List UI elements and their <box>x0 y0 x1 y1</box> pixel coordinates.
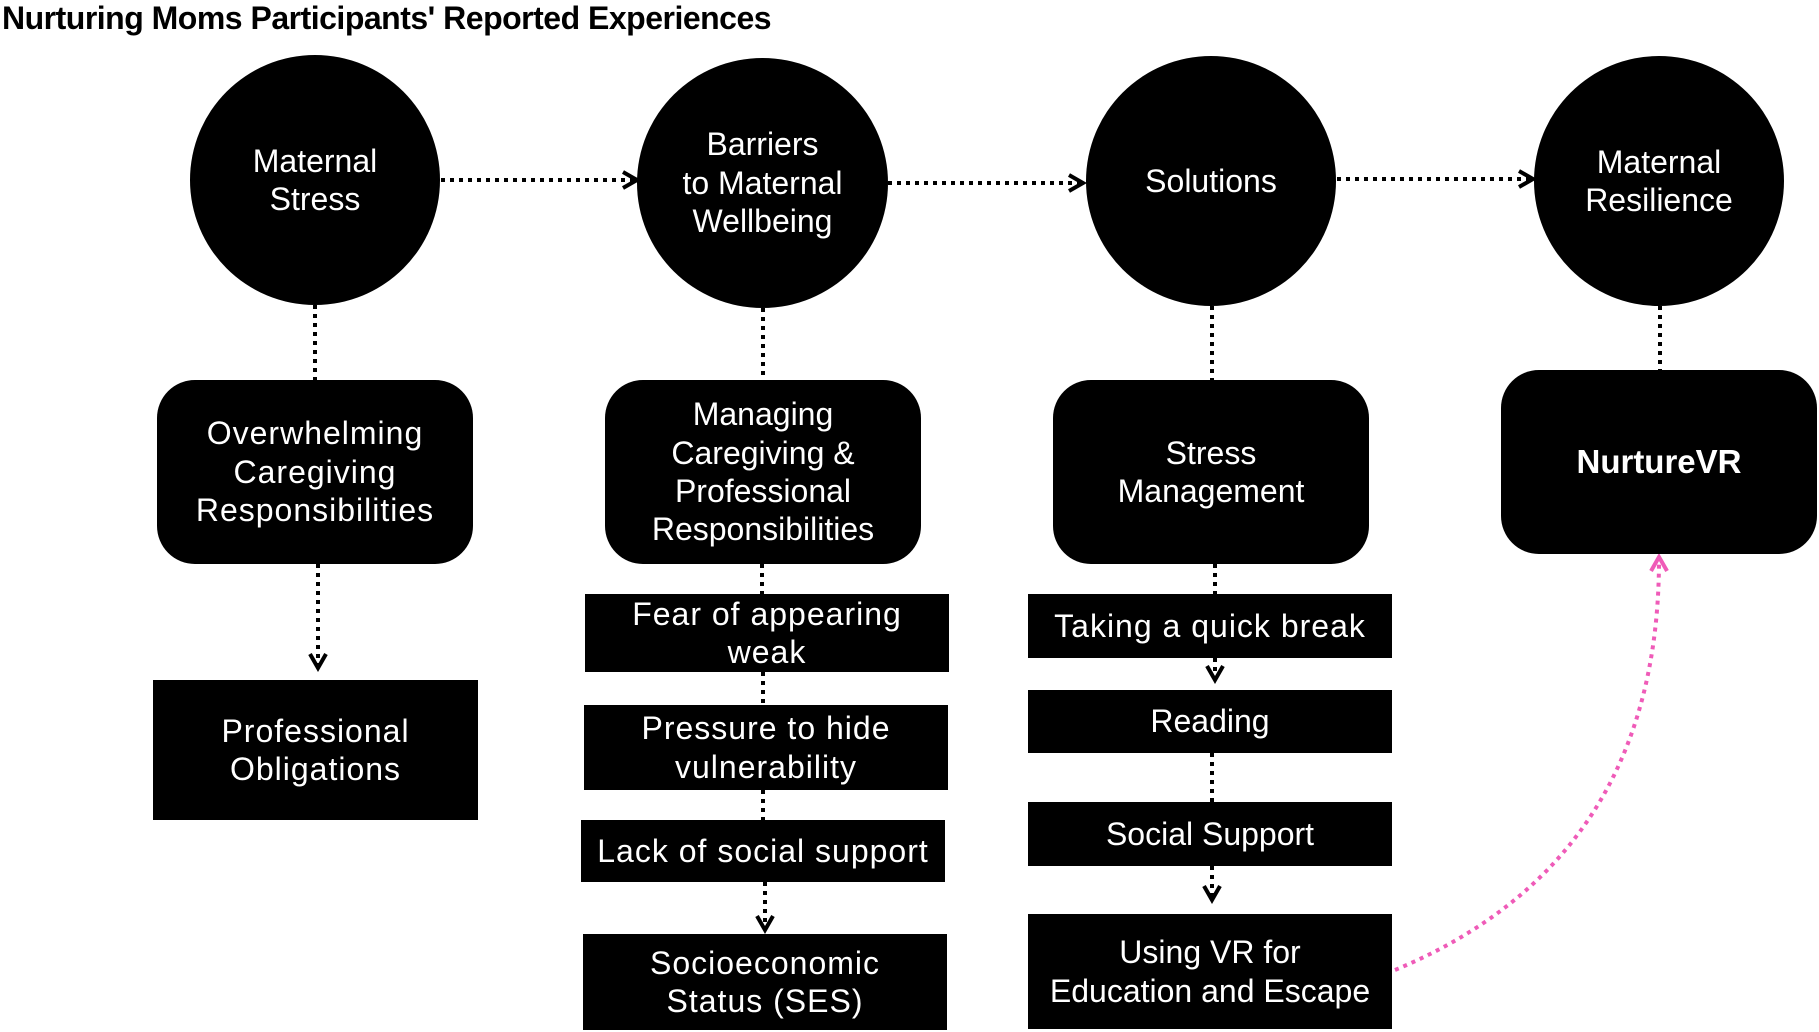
barriers-node: Barriers to Maternal Wellbeing <box>637 58 888 308</box>
solutions-node: Solutions <box>1086 56 1336 306</box>
stress-management-node: Stress Management <box>1053 380 1369 564</box>
fear-of-appearing-weak-node: Fear of appearing weak <box>585 594 949 672</box>
lack-of-social-support-node: Lack of social support <box>581 820 945 882</box>
maternal-stress-node: Maternal Stress <box>190 55 440 305</box>
social-support-node: Social Support <box>1028 802 1392 866</box>
maternal-resilience-node: Maternal Resilience <box>1534 56 1784 306</box>
pressure-to-hide-node: Pressure to hide vulnerability <box>584 705 948 790</box>
taking-a-quick-break-node: Taking a quick break <box>1028 594 1392 658</box>
overwhelming-caregiving-node: Overwhelming Caregiving Responsibilities <box>157 380 473 564</box>
reading-node: Reading <box>1028 690 1392 753</box>
diagram-title: Nurturing Moms Participants' Reported Ex… <box>2 0 772 36</box>
arrow-vr-to-nurturevr <box>1394 552 1669 972</box>
nurturevr-node: NurtureVR <box>1501 370 1817 554</box>
socioeconomic-status-node: Socioeconomic Status (SES) <box>583 934 947 1030</box>
using-vr-node: Using VR for Education and Escape <box>1028 914 1392 1029</box>
managing-caregiving-node: Managing Caregiving & Professional Respo… <box>605 380 921 564</box>
professional-obligations-node: Professional Obligations <box>153 680 478 820</box>
